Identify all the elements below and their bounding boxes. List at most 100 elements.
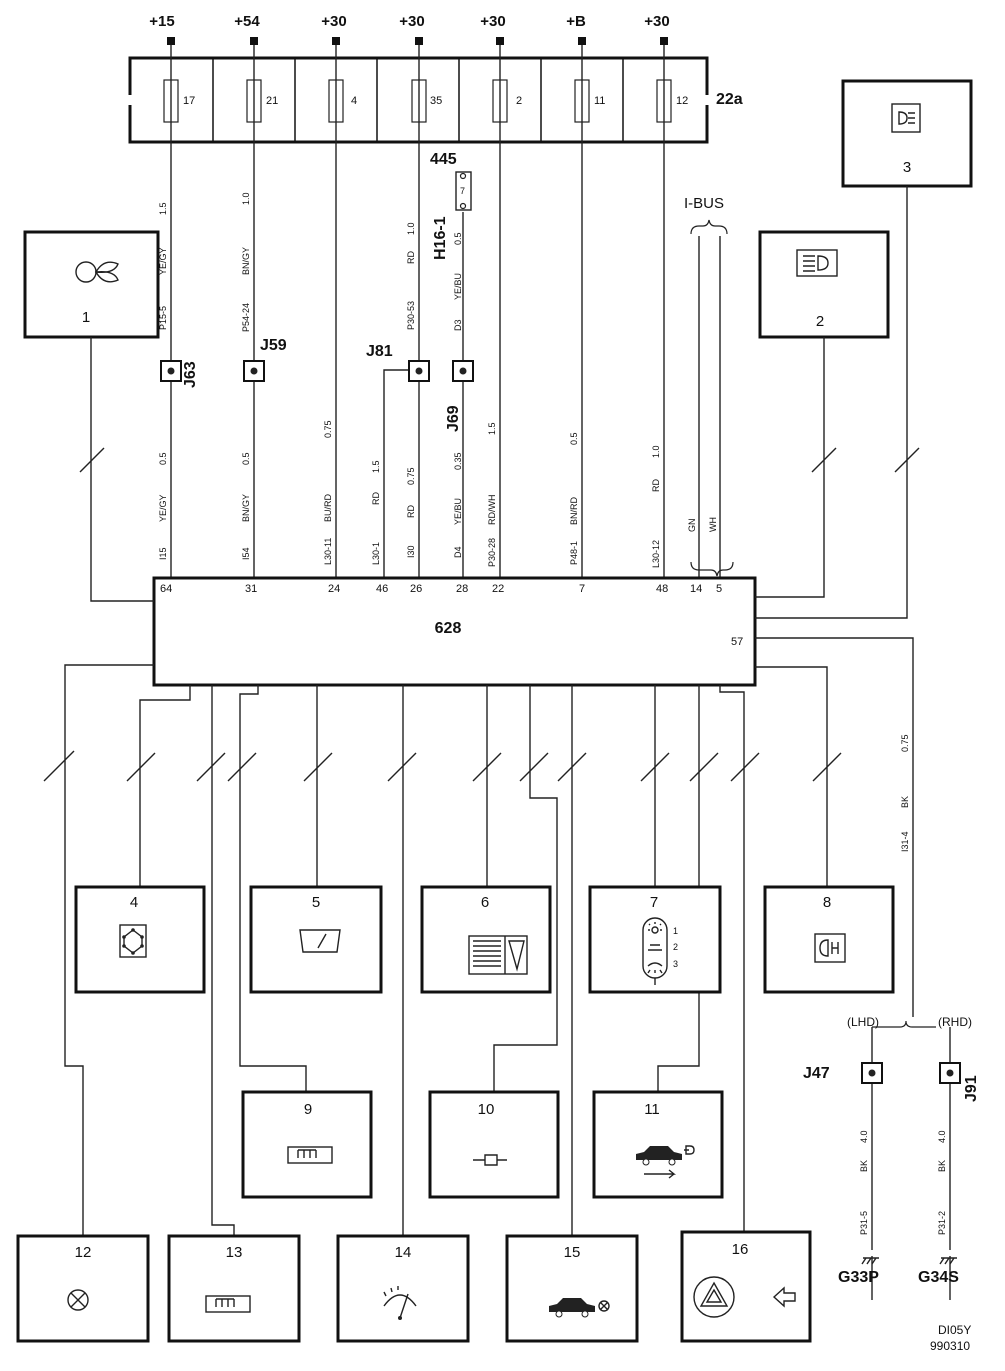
junction-j69: J69 (445, 360, 474, 432)
svg-text:RD: RD (406, 505, 416, 518)
junction-j81: J81 (366, 343, 430, 382)
svg-text:P31-5: P31-5 (859, 1211, 869, 1235)
svg-text:1: 1 (673, 926, 678, 936)
svg-text:14: 14 (690, 583, 702, 595)
drawing-code: DI05Y 990310 (930, 1323, 971, 1353)
connector-h16-1: H16-1 (432, 216, 449, 260)
svg-text:4.0: 4.0 (937, 1130, 947, 1143)
svg-text:4: 4 (351, 95, 357, 107)
component-445: 445 7 H16-1 (430, 151, 472, 260)
svg-text:0.75: 0.75 (323, 420, 333, 438)
junction-j59: J59 (243, 337, 287, 382)
svg-text:26: 26 (410, 583, 422, 595)
rhd-label: (RHD) (938, 1015, 972, 1029)
svg-text:BK: BK (859, 1160, 869, 1172)
component-1: 1 (23, 230, 160, 339)
svg-text:17: 17 (183, 95, 195, 107)
svg-text:48: 48 (656, 583, 668, 595)
supply-label-5: +30 (480, 13, 505, 30)
lhd-label: (LHD) (847, 1015, 879, 1029)
i-bus-label: I-BUS (684, 195, 724, 212)
svg-text:7: 7 (460, 186, 465, 196)
svg-text:5: 5 (312, 894, 320, 911)
component-13: 13 (167, 1234, 301, 1343)
supply-label-7: +30 (644, 13, 669, 30)
svg-text:0.5: 0.5 (453, 232, 463, 245)
ground-g34s: G34S (918, 1257, 959, 1286)
svg-text:I15: I15 (158, 547, 168, 560)
component-7: 7 1 2 3 (588, 885, 722, 994)
svg-text:J47: J47 (803, 1065, 830, 1082)
svg-text:D3: D3 (453, 319, 463, 331)
component-4: 4 (74, 885, 206, 994)
svg-text:I54: I54 (241, 547, 251, 560)
svg-text:9: 9 (304, 1101, 312, 1118)
junction-j63: J63 (160, 360, 199, 388)
supply-terminal-2 (250, 37, 258, 45)
fuse-box: 17 21 4 35 2 11 12 22a (127, 56, 743, 144)
svg-text:5: 5 (716, 583, 722, 595)
svg-text:0.5: 0.5 (158, 452, 168, 465)
component-2: 2 (758, 230, 890, 339)
svg-text:YE/GY: YE/GY (158, 494, 168, 522)
svg-text:BU/RD: BU/RD (323, 493, 333, 522)
svg-text:64: 64 (160, 583, 172, 595)
svg-text:21: 21 (266, 95, 278, 107)
i-bus: I-BUS (684, 195, 734, 580)
svg-text:J69: J69 (445, 405, 462, 432)
svg-text:22: 22 (492, 583, 504, 595)
svg-text:P15-5: P15-5 (158, 306, 168, 330)
svg-text:P30-28: P30-28 (487, 538, 497, 567)
supply-label-2: +54 (234, 13, 260, 30)
junction-j47: J47 (803, 1062, 883, 1084)
svg-text:1: 1 (82, 309, 90, 326)
svg-text:P54-24: P54-24 (241, 303, 251, 332)
supply-label-3: +30 (321, 13, 346, 30)
svg-text:0.75: 0.75 (406, 467, 416, 485)
svg-text:13: 13 (226, 1244, 243, 1261)
svg-text:3: 3 (903, 159, 911, 176)
svg-text:YE/BU: YE/BU (453, 498, 463, 525)
svg-text:4: 4 (130, 894, 138, 911)
svg-text:G34S: G34S (918, 1269, 959, 1286)
svg-text:1.0: 1.0 (651, 445, 661, 458)
component-8: 8 (763, 885, 895, 994)
component-3: 3 (841, 79, 973, 188)
svg-text:0.5: 0.5 (241, 452, 251, 465)
svg-text:0.75: 0.75 (900, 734, 910, 752)
svg-text:6: 6 (481, 894, 489, 911)
supply-terminal-4 (415, 37, 423, 45)
upper-wire-labels: 1.5 YE/GY P15-5 1.0 BN/GY P54-24 1.0 RD … (158, 192, 463, 332)
svg-text:RD: RD (371, 492, 381, 505)
svg-text:3: 3 (673, 959, 678, 969)
module-label: 628 (435, 620, 462, 637)
svg-text:11: 11 (644, 1101, 660, 1118)
svg-text:14: 14 (395, 1244, 412, 1261)
svg-text:P30-53: P30-53 (406, 301, 416, 330)
ground-wire-labels: 0.75 BK I31-4 (900, 734, 910, 852)
component-14: 14 (336, 1234, 470, 1343)
svg-text:1.5: 1.5 (487, 422, 497, 435)
ground-section: (LHD) (RHD) J47 J91 4.0 BK P31-5 4.0 BK … (803, 1015, 980, 1300)
component-16: 16 (680, 1230, 812, 1343)
svg-text:GN: GN (687, 519, 697, 533)
svg-text:L30-11: L30-11 (323, 538, 333, 565)
svg-text:J81: J81 (366, 343, 393, 360)
svg-text:46: 46 (376, 583, 388, 595)
svg-text:YE/BU: YE/BU (453, 273, 463, 300)
svg-text:P48-1: P48-1 (569, 541, 579, 565)
supply-terminals: +15 +54 +30 +30 +30 +B +30 (149, 13, 670, 45)
svg-text:BN/GY: BN/GY (241, 494, 251, 522)
svg-text:L30-12: L30-12 (651, 540, 661, 568)
svg-text:28: 28 (456, 583, 468, 595)
svg-text:1.0: 1.0 (406, 222, 416, 235)
supply-wires (170, 45, 665, 580)
svg-text:2: 2 (816, 313, 824, 330)
svg-text:BK: BK (937, 1160, 947, 1172)
svg-text:BN/GY: BN/GY (241, 247, 251, 275)
control-module-628: 628 64 31 24 46 26 28 22 7 48 14 5 57 (152, 576, 757, 687)
supply-terminal-3 (332, 37, 340, 45)
svg-text:57: 57 (731, 636, 743, 648)
svg-text:L30-1: L30-1 (371, 542, 381, 565)
